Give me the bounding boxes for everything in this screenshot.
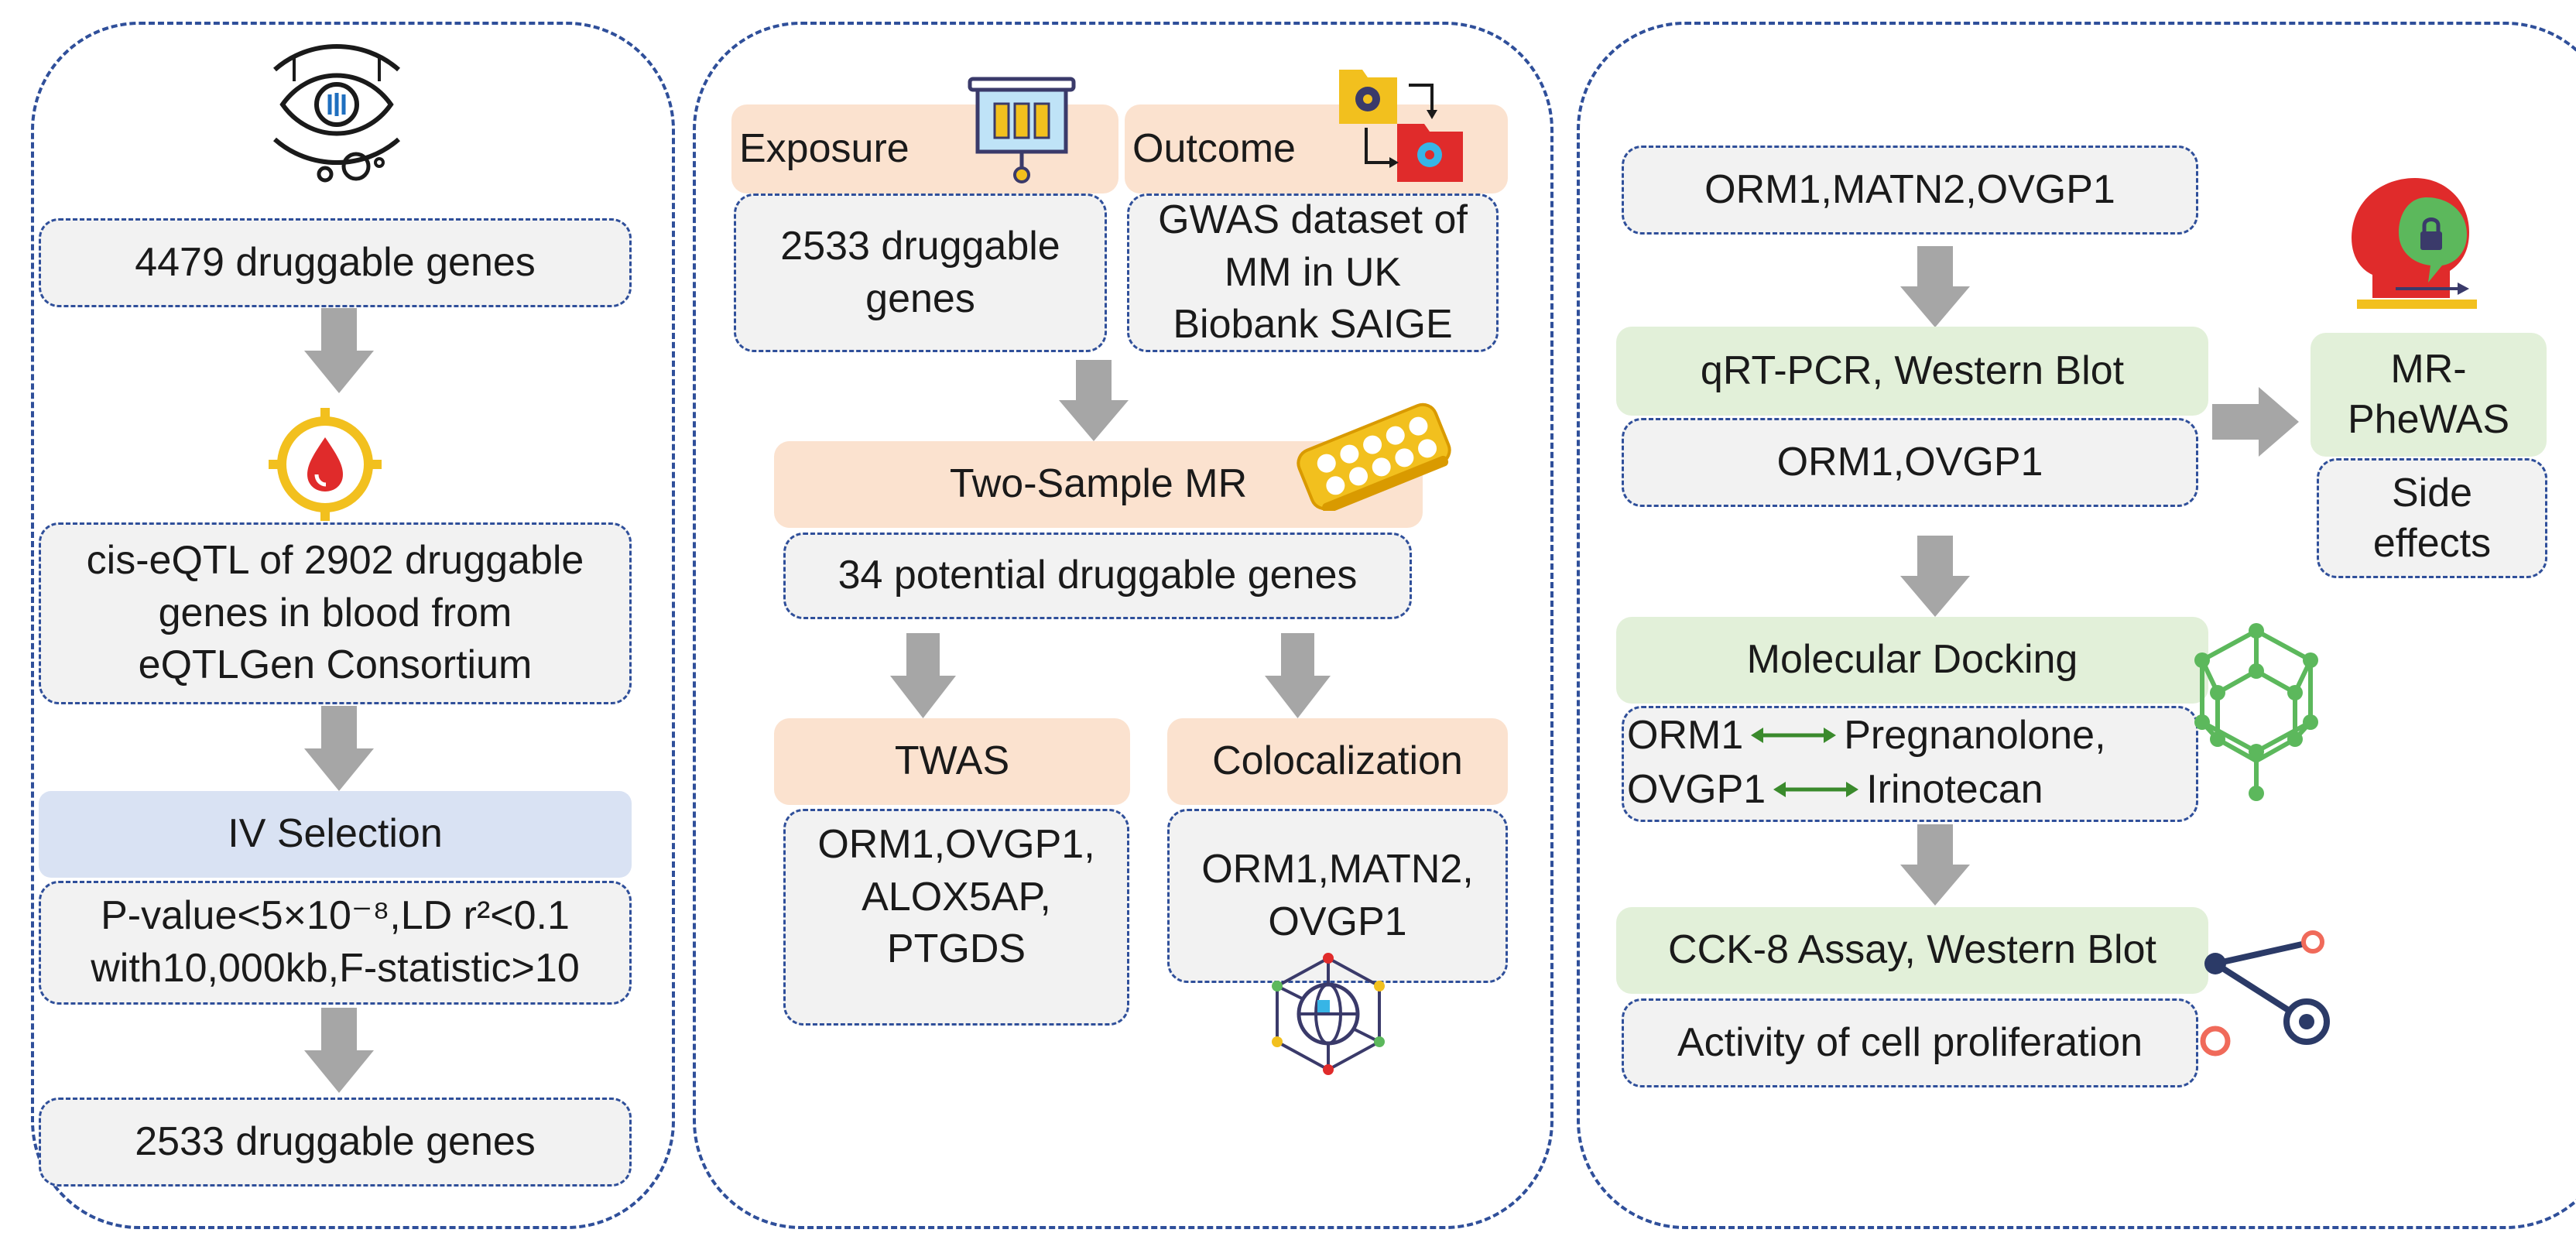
cis-eqtl-line-1: cis-eQTL of 2902 druggable [86, 538, 584, 584]
potential-genes-box: 34 potential druggable genes [783, 533, 1412, 619]
mr-phewas-header: MR- PheWAS [2311, 333, 2547, 457]
colocalization-result-box: ORM1,MATN2, OVGP1 [1167, 809, 1508, 983]
coloc-line-2: OVGP1 [1268, 899, 1407, 944]
outcome-line-1: GWAS dataset of [1158, 197, 1468, 243]
twas-line-1: ORM1,OVGP1, [817, 822, 1095, 867]
down-arrow [1265, 633, 1331, 718]
head-lock-icon [2352, 178, 2477, 309]
cis-eqtl-line-2: genes in blood from [158, 590, 512, 635]
side-effects-line-2: effects [2372, 520, 2492, 566]
node-link-icon [2200, 930, 2330, 1057]
docking-pair-2: OVGP1 Irinotecan [1627, 766, 2043, 813]
outcome-line-2: MM in UK [1224, 249, 1402, 295]
down-arrow [304, 308, 374, 393]
exposure-box: 2533 druggable genes [734, 193, 1107, 352]
outcome-line-3: Biobank SAIGE [1173, 302, 1453, 348]
double-arrow-icon [1751, 728, 1837, 743]
side-effects-line-1: Side [2391, 470, 2473, 515]
docking-gene-1: ORM1 [1627, 713, 1744, 758]
down-arrow [1900, 536, 1970, 617]
panel-gene-selection [31, 22, 675, 1229]
blood-drop-target-icon [269, 408, 382, 521]
panel-validation [1577, 22, 2576, 1229]
colocalization-label: Colocalization [1212, 738, 1463, 784]
molecule-icon [2194, 623, 2318, 801]
docking-drug-1: Pregnanolone, [1844, 713, 2106, 758]
down-arrow [1900, 824, 1970, 906]
docking-result-box [1622, 706, 2198, 822]
down-arrow [890, 633, 956, 718]
twas-line-2: ALOX5AP, [862, 874, 1051, 920]
validated-genes-box: ORM1,OVGP1 [1622, 418, 2198, 507]
right-arrow [2212, 387, 2299, 457]
cck8-header: CCK-8 Assay, Western Blot [1616, 907, 2208, 994]
genes-start-box: 4479 druggable genes [39, 218, 632, 307]
panel-mendelian-randomization [693, 22, 1553, 1229]
dna-eye-icon [273, 44, 400, 183]
mr-phewas-line-1: MR- [2390, 347, 2467, 392]
genes-end-box: 2533 druggable genes [39, 1098, 632, 1187]
network-globe-icon [1272, 953, 1385, 1075]
colocalization-header: Colocalization [1167, 718, 1508, 805]
exposure-line-1: 2533 druggable [780, 223, 1060, 269]
outcome-label: Outcome [1132, 125, 1296, 171]
twas-line-3: PTGDS [886, 926, 1026, 972]
genes-end-text: 2533 druggable genes [135, 1118, 536, 1164]
cck8-text: CCK-8 Assay, Western Blot [1668, 927, 2156, 973]
iv-selection-header: IV Selection [39, 791, 632, 878]
twas-header: TWAS [774, 718, 1130, 805]
side-effects-box: Side effects [2317, 458, 2547, 578]
mr-phewas-line-2: PheWAS [2347, 397, 2510, 442]
molecular-docking-header: Molecular Docking [1616, 617, 2208, 704]
coloc-line-1: ORM1,MATN2, [1201, 847, 1474, 892]
well-plate-icon [1297, 402, 1451, 511]
exposure-label: Exposure [739, 125, 909, 171]
twas-result-box: ORM1,OVGP1, ALOX5AP, PTGDS [783, 809, 1129, 1026]
potential-genes-text: 34 potential druggable genes [838, 553, 1358, 598]
docking-gene-2: OVGP1 [1627, 767, 1766, 812]
validated-genes-text: ORM1,OVGP1 [1776, 439, 2043, 485]
presentation-board-icon [968, 77, 1076, 183]
folders-gears-icon [1339, 70, 1463, 182]
candidate-genes-box: ORM1,MATN2,OVGP1 [1622, 146, 2198, 235]
down-arrow [1059, 360, 1129, 441]
iv-criteria-line-1: P-value<5×10⁻⁸,LD r²<0.1 [101, 893, 570, 939]
cis-eqtl-line-3: eQTLGen Consortium [138, 642, 533, 688]
molecular-docking-text: Molecular Docking [1746, 637, 2078, 683]
cis-eqtl-box: cis-eQTL of 2902 druggable genes in bloo… [39, 522, 632, 704]
iv-selection-text: IV Selection [228, 811, 443, 857]
down-arrow [1900, 246, 1970, 327]
down-arrow [304, 1008, 374, 1093]
twas-label: TWAS [894, 738, 1010, 784]
proliferation-text: Activity of cell proliferation [1677, 1019, 2143, 1065]
two-sample-mr-text: Two-Sample MR [949, 461, 1248, 507]
qrt-pcr-header: qRT-PCR, Western Blot [1616, 327, 2208, 416]
double-arrow-icon [1773, 782, 1859, 797]
docking-pair-1: ORM1 Pregnanolone, [1627, 712, 2106, 759]
outcome-box: GWAS dataset of MM in UK Biobank SAIGE [1127, 193, 1499, 352]
docking-drug-2: Irinotecan [1866, 767, 2043, 812]
qrt-pcr-text: qRT-PCR, Western Blot [1700, 348, 2125, 393]
iv-criteria-line-2: with10,000kb,F-statistic>10 [91, 946, 580, 991]
genes-start-text: 4479 druggable genes [135, 239, 536, 285]
iv-criteria-box: P-value<5×10⁻⁸,LD r²<0.1 with10,000kb,F-… [39, 881, 632, 1005]
exposure-line-2: genes [865, 276, 975, 321]
down-arrow [304, 706, 374, 791]
proliferation-box: Activity of cell proliferation [1622, 998, 2198, 1087]
candidate-genes-text: ORM1,MATN2,OVGP1 [1704, 166, 2115, 212]
